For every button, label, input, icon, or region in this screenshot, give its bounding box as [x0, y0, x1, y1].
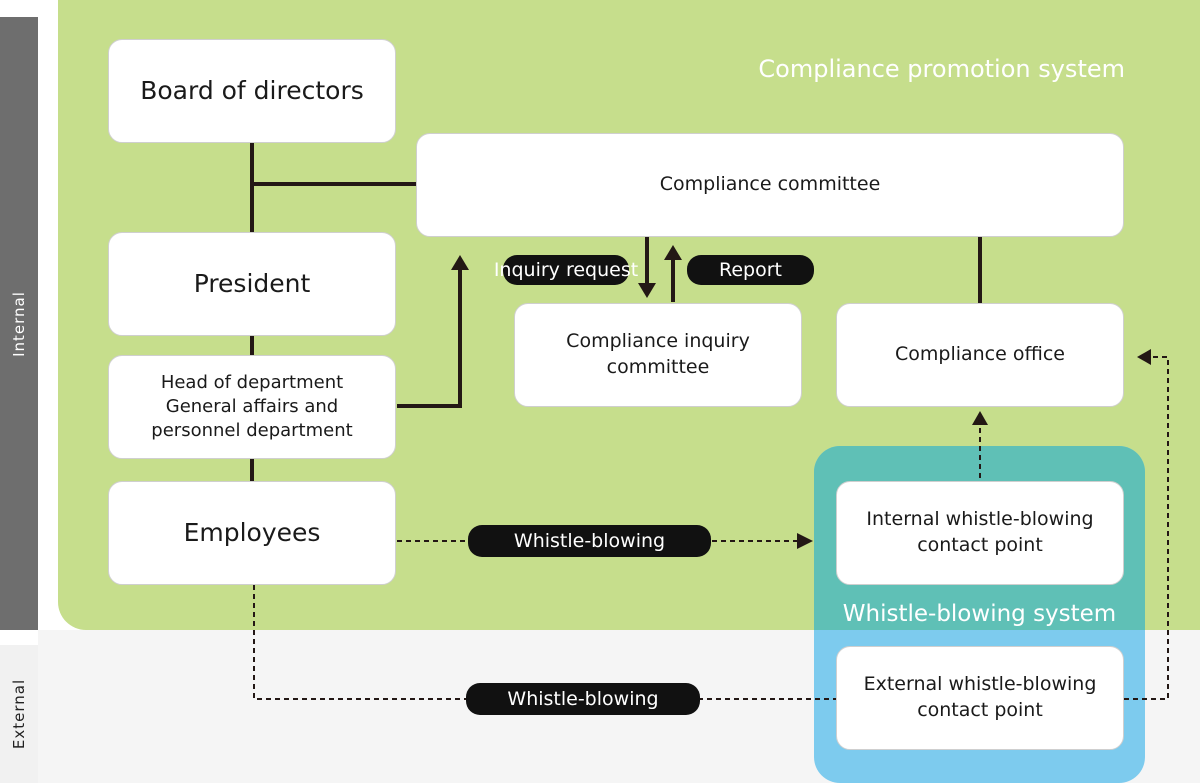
whistle-blowing-title: Whistle-blowing system — [842, 601, 1117, 627]
compliance-promotion-title: Compliance promotion system — [758, 55, 1125, 83]
head-of-department-box: Head of department General affairs and p… — [108, 355, 396, 459]
report-arrowhead — [664, 245, 682, 260]
contact-office-arrowhead — [972, 411, 988, 425]
internal-contact-point-box: Internal whistle-blowing contact point — [836, 481, 1124, 585]
external-whistle-blowing-label: Whistle-blowing — [466, 683, 700, 715]
internal-whistle-arrowhead — [797, 533, 813, 549]
head-committee-arrowhead — [451, 255, 469, 270]
president-box: President — [108, 232, 396, 336]
employees-box: Employees — [108, 481, 396, 585]
inquiry-request-label: Inquiry request — [494, 255, 638, 285]
external-whistle-line — [253, 585, 838, 700]
report-label: Report — [687, 255, 814, 285]
head-committee-line — [397, 268, 462, 408]
external-office-line — [1124, 356, 1169, 700]
internal-whistle-blowing-label: Whistle-blowing — [468, 525, 711, 557]
compliance-inquiry-committee-box: Compliance inquiry committee — [514, 303, 802, 407]
inquiry-request-arrowhead — [638, 283, 656, 298]
external-contact-point-box: External whistle-blowing contact point — [836, 646, 1124, 750]
compliance-office-box: Compliance office — [836, 303, 1124, 407]
internal-side-label: Internal — [0, 17, 38, 630]
external-side-label: External — [0, 645, 38, 783]
compliance-committee-box: Compliance committee — [416, 133, 1124, 237]
external-office-arrowhead — [1137, 349, 1151, 365]
board-of-directors-box: Board of directors — [108, 39, 396, 143]
